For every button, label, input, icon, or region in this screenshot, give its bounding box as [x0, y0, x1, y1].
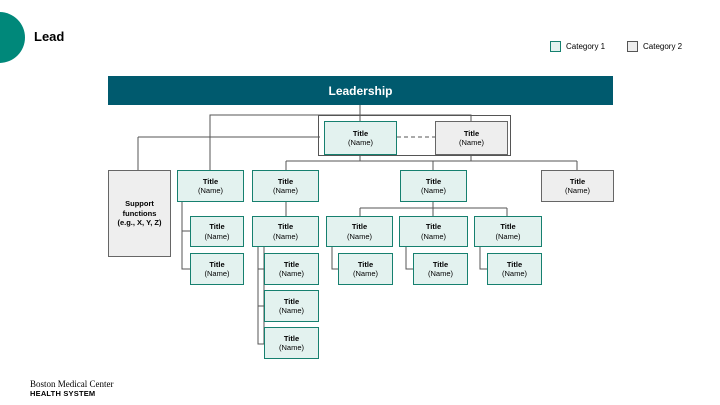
- connector-col3-a-child: [331, 246, 338, 270]
- top-leader-group-frame: [318, 115, 511, 156]
- org-box-name: (Name): [204, 231, 230, 241]
- org-box-col3-gc-a: Title (Name): [338, 253, 393, 285]
- org-box-col3-head: Title (Name): [400, 170, 467, 202]
- org-box-col1-child1: Title (Name): [190, 216, 244, 247]
- org-box-name: (Name): [501, 269, 527, 278]
- org-box-col3-gc-c: Title (Name): [487, 253, 542, 285]
- org-box-col1-head: Title (Name): [177, 170, 244, 202]
- org-box-title: Title: [425, 222, 442, 232]
- org-box-title: Title: [351, 222, 368, 232]
- org-box-col2-grandchild3: Title (Name): [264, 327, 319, 359]
- connector-col2-grandchildren: [257, 246, 264, 345]
- org-box-title: Title: [283, 259, 300, 269]
- legend-swatch-category-1: [550, 41, 561, 52]
- org-box-col2-head: Title (Name): [252, 170, 319, 202]
- org-box-name: (Name): [420, 186, 446, 195]
- org-box-title: Title: [209, 222, 225, 232]
- org-box-col4-head: Title (Name): [541, 170, 614, 202]
- org-box-title: Title: [463, 128, 480, 138]
- support-title: Support functions: [122, 199, 157, 218]
- org-box-col3-child-c: Title (Name): [474, 216, 542, 247]
- legend-label-category-2: Category 2: [643, 42, 683, 51]
- org-box-name: (Name): [352, 269, 378, 278]
- org-box-title: Title: [283, 296, 300, 306]
- legend-category-1: Category 1: [550, 41, 605, 52]
- org-box-col2-grandchild2: Title (Name): [264, 290, 319, 322]
- org-box-col2-child: Title (Name): [252, 216, 319, 247]
- footer-logo-line1: Boston Medical Center: [30, 379, 114, 389]
- leadership-banner: Leadership: [108, 76, 613, 105]
- org-box-title: Title: [432, 259, 449, 269]
- org-box-name: (Name): [272, 231, 298, 241]
- org-box-top-associate: Title (Name): [435, 121, 508, 155]
- org-box-title: Title: [506, 259, 523, 269]
- org-box-col3-child-a: Title (Name): [326, 216, 393, 247]
- support-subtitle: (e.g., X, Y, Z): [117, 218, 162, 228]
- org-box-title: Title: [569, 176, 586, 186]
- org-box-title: Title: [277, 176, 294, 186]
- org-box-title: Title: [209, 259, 225, 269]
- org-box-title: Title: [425, 176, 442, 186]
- footer-logo: Boston Medical Center HEALTH SYSTEM: [30, 379, 113, 398]
- leadership-banner-label: Leadership: [328, 83, 393, 98]
- org-box-name: (Name): [278, 306, 304, 315]
- legend-swatch-category-2: [627, 41, 638, 52]
- org-box-col3-gc-b: Title (Name): [413, 253, 468, 285]
- org-box-name: (Name): [458, 138, 484, 147]
- org-box-top-leader: Title (Name): [324, 121, 397, 155]
- org-box-title: Title: [500, 222, 516, 232]
- org-box-title: Title: [277, 222, 294, 232]
- org-box-name: (Name): [427, 269, 453, 278]
- org-box-name: (Name): [272, 186, 298, 195]
- connector-col1-children: [181, 202, 190, 270]
- connector-col3-c-child: [479, 246, 487, 270]
- org-box-name: (Name): [204, 269, 230, 278]
- footer-logo-line2: HEALTH SYSTEM: [30, 389, 96, 398]
- org-box-col2-grandchild1: Title (Name): [264, 253, 319, 285]
- legend-label-category-1: Category 1: [566, 42, 606, 51]
- org-box-title: Title: [357, 259, 374, 269]
- org-box-title: Title: [352, 128, 369, 138]
- org-box-support-functions: Support functions (e.g., X, Y, Z): [108, 170, 171, 257]
- org-box-col3-child-b: Title (Name): [399, 216, 468, 247]
- org-box-name: (Name): [420, 231, 446, 241]
- org-box-name: (Name): [346, 231, 372, 241]
- org-box-name: (Name): [347, 138, 373, 147]
- org-box-name: (Name): [564, 186, 590, 195]
- connector-col3-b-child: [405, 246, 413, 270]
- slide-title: Lead: [34, 29, 65, 44]
- org-box-name: (Name): [278, 269, 304, 278]
- org-box-col1-child2: Title (Name): [190, 253, 244, 285]
- org-box-title: Title: [202, 176, 219, 186]
- org-box-title: Title: [283, 333, 300, 343]
- legend-category-2: Category 2: [627, 41, 682, 52]
- org-box-name: (Name): [278, 343, 304, 352]
- org-box-name: (Name): [495, 231, 521, 241]
- org-box-name: (Name): [197, 186, 223, 195]
